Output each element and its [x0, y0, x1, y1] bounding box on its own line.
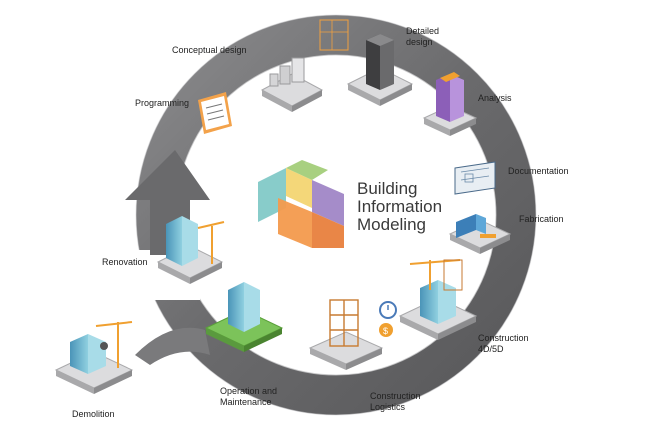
stage-label-renovation: Renovation	[102, 257, 148, 267]
stage-label-programming: Programming	[135, 98, 190, 108]
stage-label-fabrication: Fabrication	[519, 214, 564, 224]
stage-label-operation-maintenance: Operation and Maintenance	[220, 386, 278, 407]
analysis-illustration	[422, 72, 478, 136]
stage-label-conceptual-design: Conceptual design	[172, 45, 247, 55]
logo-cube-orange-dark	[312, 212, 344, 248]
stage-label-construction-logistics: Construction Logistics	[370, 391, 421, 412]
logo-cube-yellow	[286, 168, 312, 208]
demolition-illustration	[54, 321, 134, 394]
documentation-illustration	[454, 161, 496, 195]
stopwatch-icon	[379, 301, 397, 319]
conceptual-design-illustration	[260, 57, 324, 112]
stage-label-detailed-design: Detailed design	[406, 26, 440, 47]
stage-label-documentation: Documentation	[508, 166, 569, 176]
coin-icon: $	[379, 323, 393, 337]
clipboard-icon	[198, 92, 232, 134]
bim-title-line-3: Modeling	[357, 215, 426, 234]
logo-cube-green	[286, 160, 328, 180]
stage-label-analysis: Analysis	[478, 93, 512, 103]
bim-logo	[258, 160, 344, 248]
cycle-tail	[135, 327, 210, 365]
blueprint-icon	[319, 19, 349, 51]
operation-maintenance-illustration	[204, 282, 284, 352]
logo-cube-orange	[278, 198, 312, 248]
fabrication-illustration	[448, 214, 512, 254]
construction-4d5d-illustration	[398, 259, 478, 340]
svg-text:$: $	[383, 326, 388, 336]
bim-title-line-2: Information	[357, 197, 442, 216]
construction-logistics-illustration: $	[308, 299, 397, 370]
crane-icon	[197, 221, 225, 264]
renovation-illustration	[156, 216, 225, 284]
stage-label-construction-4d5d: Construction 4D/5D	[478, 333, 529, 354]
logo-cube-purple	[312, 180, 344, 226]
detailed-design-illustration	[319, 19, 414, 106]
bim-title-line-1: Building	[357, 179, 418, 198]
stage-label-demolition: Demolition	[72, 409, 115, 419]
